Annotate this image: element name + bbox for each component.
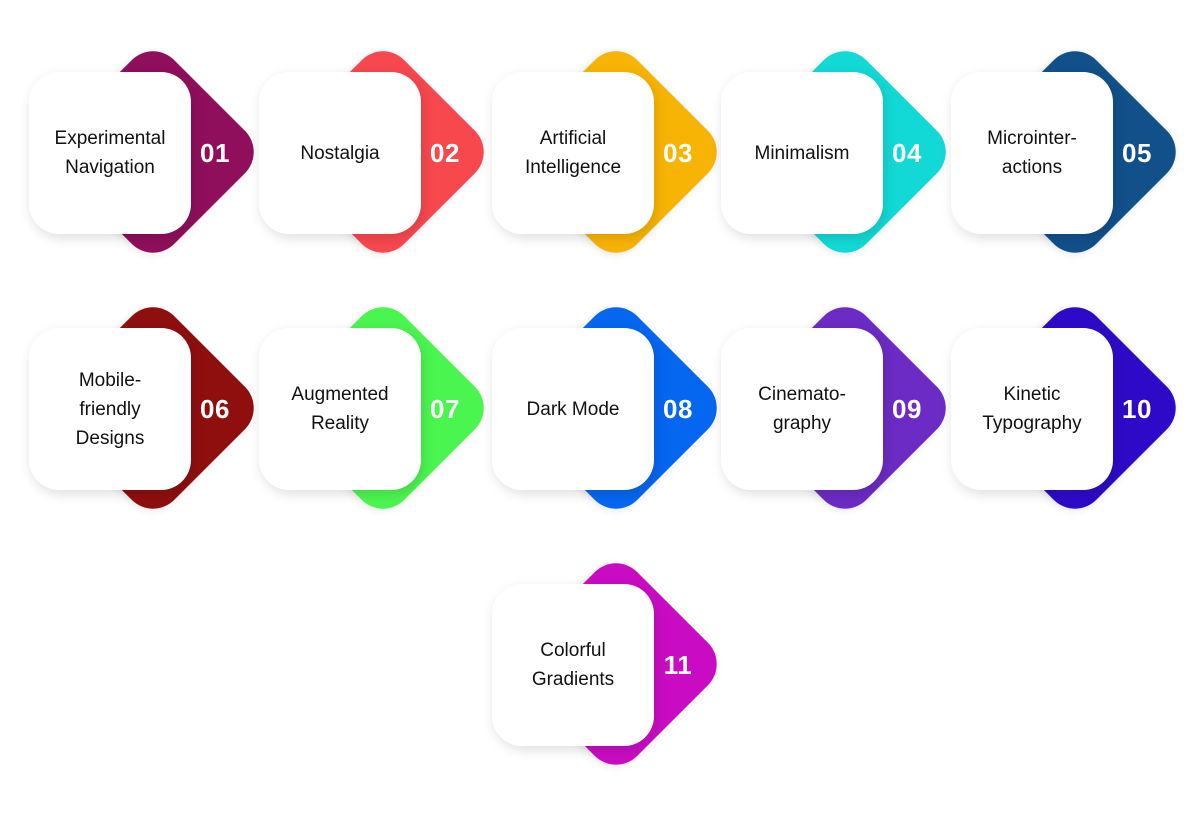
trend-number: 03 [663,137,693,168]
trend-label: Kinetic Typography [982,384,1082,434]
trend-label: Experimental Navigation [54,128,166,178]
trend-item-10: Kinetic Typography 10 [951,294,1189,522]
trend-card: Nostalgia [259,72,421,234]
trend-number: 09 [892,393,922,424]
trend-item-01: Experimental Navigation 01 [29,38,267,266]
trend-label: Nostalgia [300,142,380,164]
trend-label: Colorful Gradients [531,640,615,690]
trend-card: Cinemato- graphy [721,328,883,490]
trend-number: 11 [663,649,693,680]
trend-label: Cinemato- graphy [758,384,846,434]
trend-label: Minimalism [754,142,850,164]
trend-number: 01 [200,137,230,168]
trend-label: Mobile- friendly Designs [75,369,145,449]
trend-card: Microinter- actions [951,72,1113,234]
trend-card: Kinetic Typography [951,328,1113,490]
trend-number: 10 [1122,393,1152,424]
trend-item-06: Mobile- friendly Designs 06 [29,294,267,522]
trend-number: 08 [663,393,693,424]
trend-card: Experimental Navigation [29,72,191,234]
trend-card: Dark Mode [492,328,654,490]
trend-card: Minimalism [721,72,883,234]
trend-label: Dark Mode [526,398,620,420]
trend-card: Artificial Intelligence [492,72,654,234]
trend-label: Microinter- actions [987,128,1077,178]
trend-item-03: Artificial Intelligence 03 [492,38,730,266]
trend-item-02: Nostalgia 02 [259,38,497,266]
trend-item-04: Minimalism 04 [721,38,959,266]
trend-number: 07 [430,393,460,424]
trend-card: Mobile- friendly Designs [29,328,191,490]
trend-item-09: Cinemato- graphy 09 [721,294,959,522]
trend-number: 04 [892,137,922,168]
trend-label: Artificial Intelligence [524,128,622,178]
trend-number: 02 [430,137,460,168]
trend-number: 06 [200,393,230,424]
trend-card: Augmented Reality [259,328,421,490]
trend-item-08: Dark Mode 08 [492,294,730,522]
trend-item-11: Colorful Gradients 11 [492,550,730,778]
trend-item-07: Augmented Reality 07 [259,294,497,522]
trend-number: 05 [1122,137,1152,168]
trend-label: Augmented Reality [291,384,389,434]
trend-card: Colorful Gradients [492,584,654,746]
trend-item-05: Microinter- actions 05 [951,38,1189,266]
